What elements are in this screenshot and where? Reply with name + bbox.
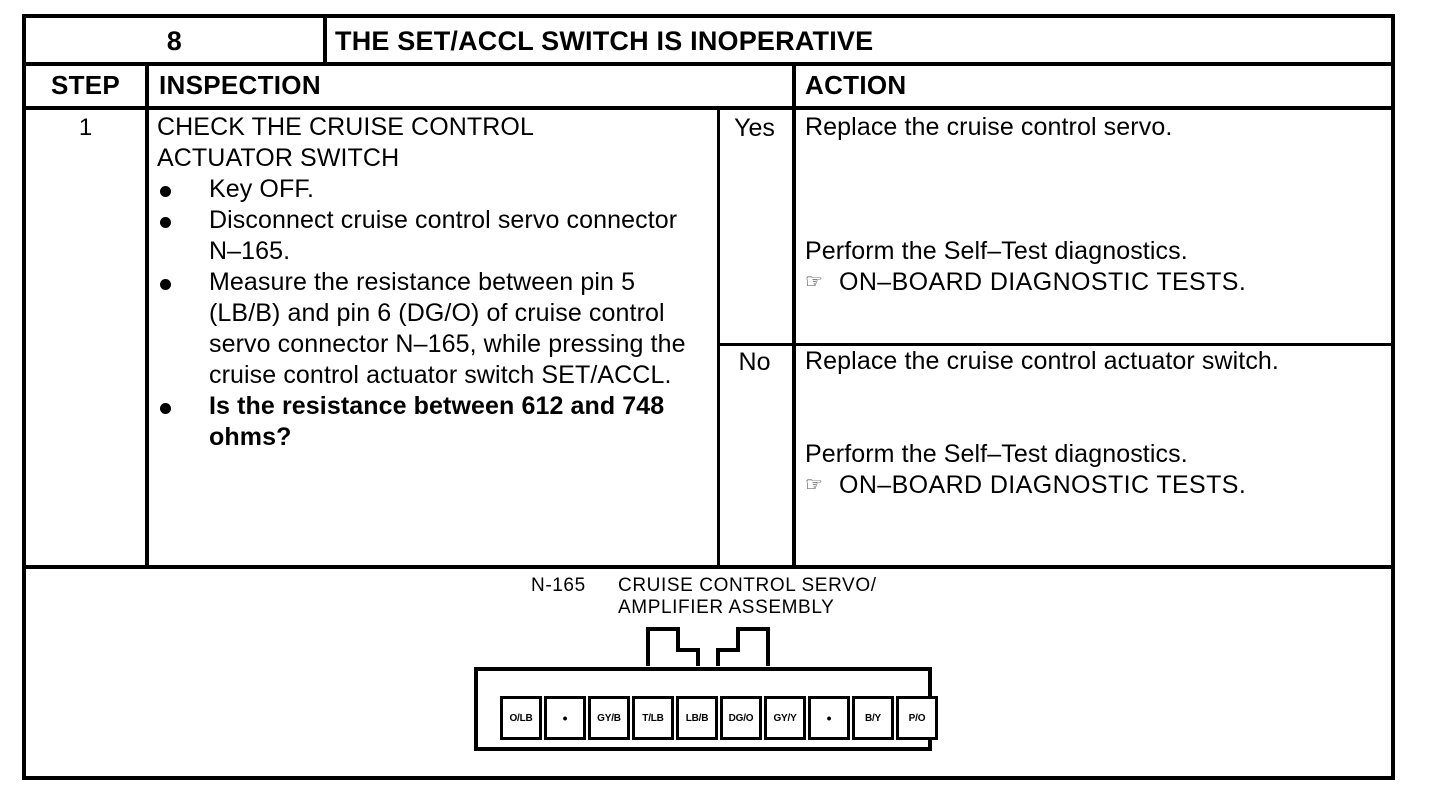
connector-pin-2: • — [544, 696, 586, 740]
action-reference-yes: ☞ ON–BOARD DIAGNOSTIC TESTS. — [805, 267, 1380, 298]
tab-left-shape — [646, 627, 702, 670]
rule-below-body-row — [26, 565, 1391, 569]
bullet-dot-icon — [160, 279, 171, 290]
action-cell-yes: Replace the cruise control servo. Perfor… — [805, 112, 1380, 298]
inspection-heading-line-2: ACTUATOR SWITCH — [157, 144, 400, 172]
header-step: STEP — [50, 70, 121, 100]
tab-right-shape — [714, 627, 770, 670]
connector-locking-tab-left — [646, 626, 702, 670]
rule-between-outcomes — [717, 343, 1391, 346]
rule-action-column-divider — [792, 62, 796, 565]
header-action: ACTION — [805, 70, 907, 100]
connector-pin-4: T/LB — [632, 696, 674, 740]
action-followup-no: Perform the Self–Test diagnostics. — [805, 440, 1188, 468]
connector-pin-5: LB/B — [676, 696, 718, 740]
action-reference-no: ☞ ON–BOARD DIAGNOSTIC TESTS. — [805, 470, 1380, 501]
inspection-heading-line-1: CHECK THE CRUISE CONTROL — [157, 113, 534, 141]
bullet-dot-icon — [160, 403, 171, 414]
inspection-question-text: Is the resistance between 612 and 748 oh… — [209, 392, 665, 451]
connector-id-label: N-165 — [531, 575, 586, 596]
document-frame: 8 THE SET/ACCL SWITCH IS INOPERATIVE STE… — [22, 14, 1395, 780]
test-title: THE SET/ACCL SWITCH IS INOPERATIVE — [335, 26, 874, 56]
action-reference-text-no: ON–BOARD DIAGNOSTIC TESTS. — [839, 471, 1247, 499]
connector-pin-strip: O/LB • GY/B T/LB LB/B DG/O GY/Y • B/Y P/… — [500, 696, 938, 740]
connector-pin-7: GY/Y — [764, 696, 806, 740]
pointing-hand-icon: ☞ — [805, 474, 824, 496]
outcome-label-no: No — [738, 348, 771, 376]
bullet-dot-icon — [160, 186, 171, 197]
action-text-yes: Replace the cruise control servo. — [805, 113, 1173, 141]
connector-caption-line-2: AMPLIFIER ASSEMBLY — [618, 597, 835, 618]
inspection-bullet-item: Key OFF. — [157, 174, 707, 205]
rule-below-column-headers — [26, 106, 1391, 110]
action-reference-text-yes: ON–BOARD DIAGNOSTIC TESTS. — [839, 268, 1247, 296]
connector-caption-line-1: CRUISE CONTROL SERVO/ — [618, 575, 877, 596]
inspection-cell: CHECK THE CRUISE CONTROL ACTUATOR SWITCH… — [157, 112, 707, 453]
inspection-bullet-text: Disconnect cruise control servo connecto… — [209, 206, 678, 265]
connector-locking-tab-right — [714, 626, 770, 670]
rule-title-number-divider — [323, 18, 327, 62]
header-inspection: INSPECTION — [159, 70, 321, 100]
bullet-dot-icon — [160, 217, 171, 228]
action-followup-yes: Perform the Self–Test diagnostics. — [805, 237, 1188, 265]
connector-pin-10: P/O — [896, 696, 938, 740]
action-cell-no: Replace the cruise control actuator swit… — [805, 346, 1380, 501]
step-number: 1 — [78, 114, 93, 141]
connector-pin-6: DG/O — [720, 696, 762, 740]
connector-pin-1: O/LB — [500, 696, 542, 740]
inspection-bullet-text: Measure the resistance between pin 5 (LB… — [209, 268, 686, 389]
inspection-bullet-text: Key OFF. — [209, 175, 314, 203]
connector-pin-9: B/Y — [852, 696, 894, 740]
inspection-bullet-list: Key OFF. Disconnect cruise control servo… — [157, 174, 707, 453]
pointing-hand-icon: ☞ — [805, 271, 824, 293]
test-number: 8 — [166, 26, 183, 56]
inspection-bullet-item-question: Is the resistance between 612 and 748 oh… — [157, 391, 707, 453]
connector-housing: O/LB • GY/B T/LB LB/B DG/O GY/Y • B/Y P/… — [474, 667, 938, 751]
connector-pin-8: • — [808, 696, 850, 740]
connector-pin-3: GY/B — [588, 696, 630, 740]
inspection-bullet-item: Measure the resistance between pin 5 (LB… — [157, 267, 707, 391]
rule-outcome-label-divider — [717, 106, 720, 565]
rule-step-column-divider — [145, 62, 149, 565]
outcome-label-yes: Yes — [734, 114, 775, 142]
rule-below-title — [26, 62, 1391, 66]
inspection-bullet-item: Disconnect cruise control servo connecto… — [157, 205, 707, 267]
action-text-no: Replace the cruise control actuator swit… — [805, 347, 1279, 375]
